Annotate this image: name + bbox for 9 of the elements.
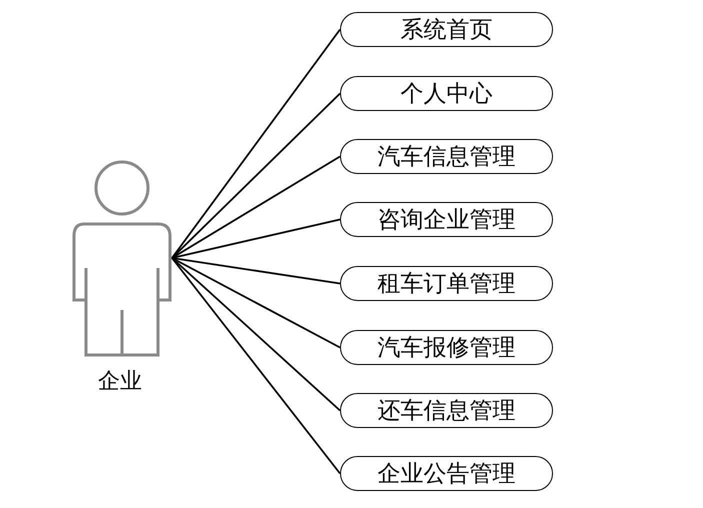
connector-line (172, 218, 340, 259)
connector-line (171, 257, 341, 474)
connector-line (172, 257, 340, 348)
connector-line (172, 257, 340, 284)
connector-line (171, 257, 341, 412)
connector-line (172, 156, 340, 259)
connector-line (171, 92, 341, 259)
actor-label: 企业 (98, 368, 142, 396)
connector-line (171, 28, 341, 259)
